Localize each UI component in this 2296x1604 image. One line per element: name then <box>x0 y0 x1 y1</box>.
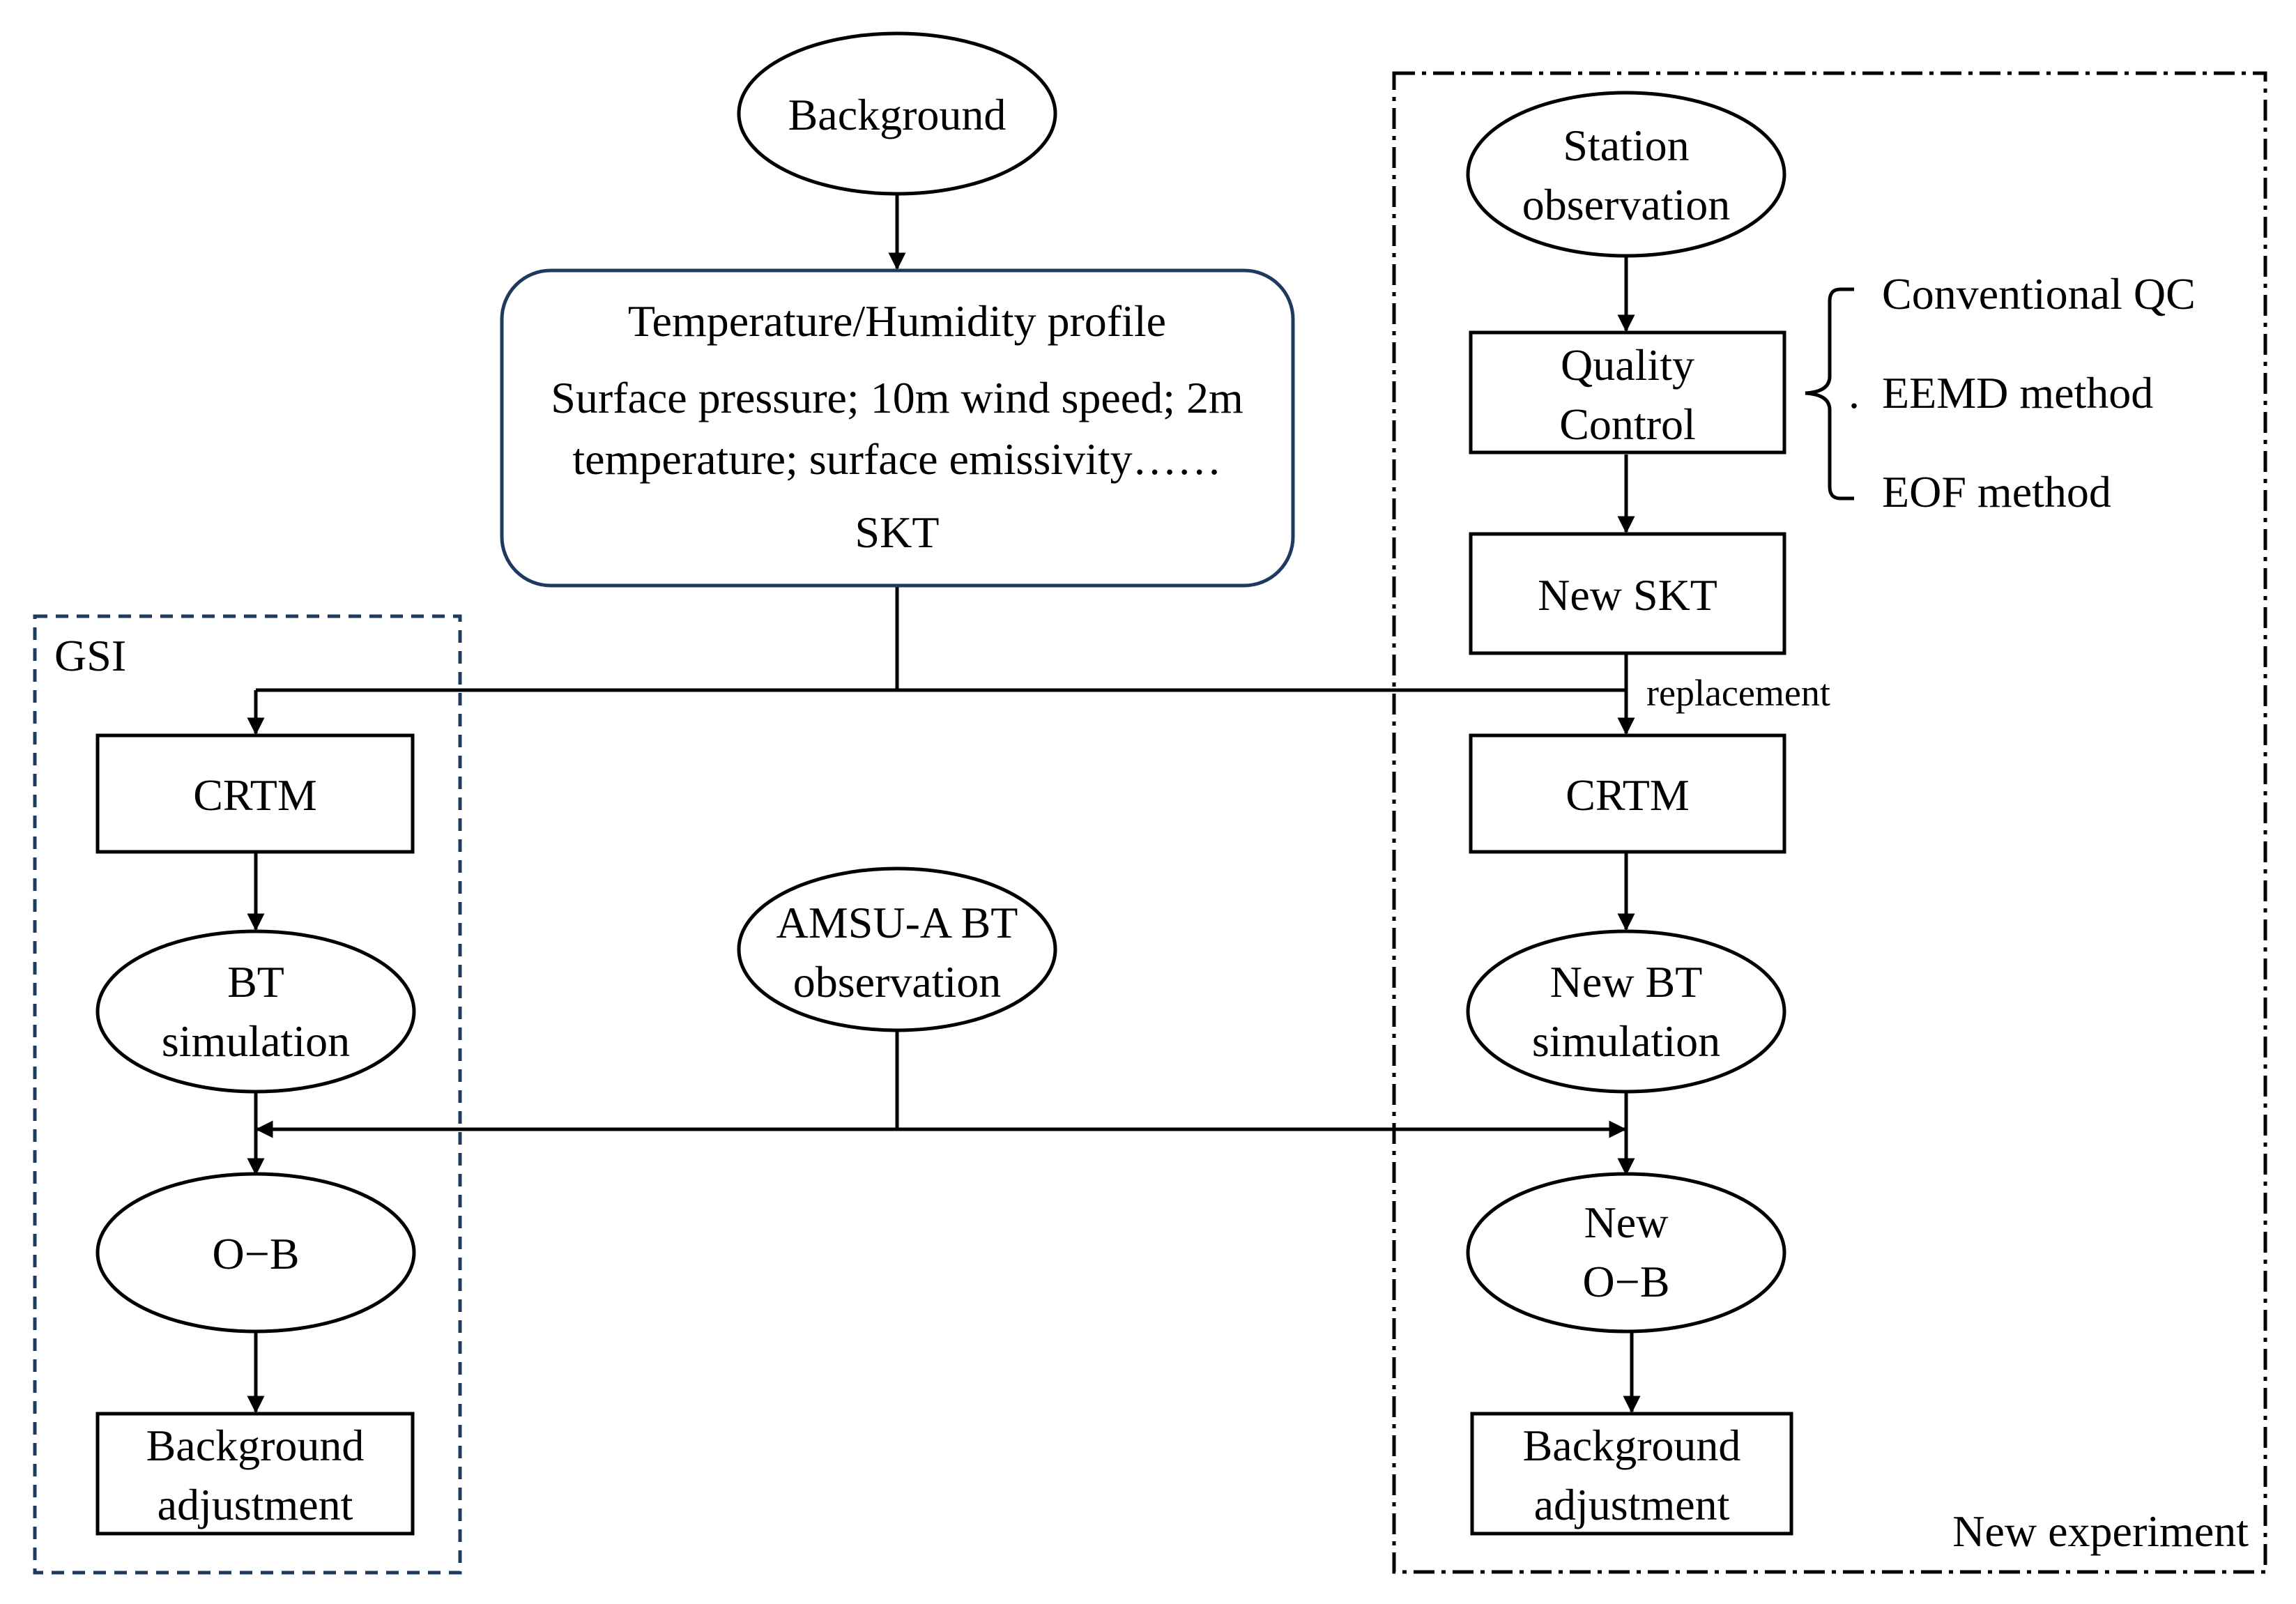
station-observation-line-1: Station <box>1563 121 1689 170</box>
background-adjustment-left-node <box>95 1412 415 1536</box>
amsu-observation-line-2: observation <box>793 957 1002 1007</box>
profile-line-2: Surface pressure; 10m wind speed; 2m <box>551 373 1243 422</box>
qc-methods-brace <box>1805 287 1854 501</box>
new-experiment-group-box <box>1392 71 2267 1574</box>
background-node-label: Background <box>788 90 1007 139</box>
new-skt-label: New SKT <box>1538 570 1717 620</box>
profile-node <box>500 268 1295 588</box>
background-adjustment-right-line-2: adjustment <box>1534 1480 1730 1529</box>
amsu-observation-line-1: AMSU-A BT <box>776 898 1018 947</box>
background-adjustment-right-line-1: Background <box>1523 1421 1741 1470</box>
crtm-right-label: CRTM <box>1566 770 1690 820</box>
new-skt-node <box>1469 532 1786 655</box>
crtm-right-node <box>1469 733 1786 854</box>
crtm-left-label: CRTM <box>193 770 317 820</box>
background-adjustment-left-line-1: Background <box>146 1421 365 1470</box>
gsi-group-label: GSI <box>54 631 126 680</box>
quality-control-line-2: Control <box>1559 399 1696 449</box>
amsu-observation-node <box>737 866 1057 1032</box>
crtm-left-node <box>95 733 415 854</box>
station-observation-line-2: observation <box>1522 180 1731 229</box>
bt-simulation-right-node <box>1466 929 1786 1094</box>
profile-line-3: temperature; surface emissivity…… <box>572 434 1221 484</box>
ob-right-node <box>1466 1172 1786 1334</box>
quality-control-line-1: Quality <box>1561 340 1694 390</box>
ob-left-label: O−B <box>213 1229 300 1278</box>
profile-line-1: Temperature/Humidity profile <box>628 296 1166 346</box>
bt-simulation-right-line-2: simulation <box>1532 1016 1720 1066</box>
bt-simulation-left-line-2: simulation <box>162 1016 350 1066</box>
gsi-group-box <box>33 614 462 1575</box>
background-adjustment-left-line-2: adjustment <box>158 1480 353 1529</box>
bt-simulation-left-node <box>95 929 416 1094</box>
connectors <box>247 194 1641 1414</box>
background-node <box>737 31 1057 196</box>
ob-right-line-1: New <box>1584 1198 1669 1247</box>
quality-control-node <box>1469 330 1786 455</box>
qc-method-eemd: EEMD method <box>1882 368 2153 418</box>
qc-method-conventional: Conventional QC <box>1882 269 2196 319</box>
qc-method-eof: EOF method <box>1882 467 2111 517</box>
replacement-label: replacement <box>1646 672 1830 714</box>
background-adjustment-right-node <box>1470 1412 1793 1536</box>
new-experiment-group-label: New experiment <box>1952 1506 2249 1556</box>
ob-left-node <box>95 1172 416 1334</box>
station-observation-node <box>1466 91 1786 258</box>
bt-simulation-right-line-1: New BT <box>1550 957 1703 1007</box>
ob-right-line-2: O−B <box>1583 1257 1670 1306</box>
bt-simulation-left-line-1: BT <box>227 957 284 1007</box>
profile-line-4: SKT <box>855 507 940 557</box>
qc-dot: . <box>1849 368 1860 418</box>
